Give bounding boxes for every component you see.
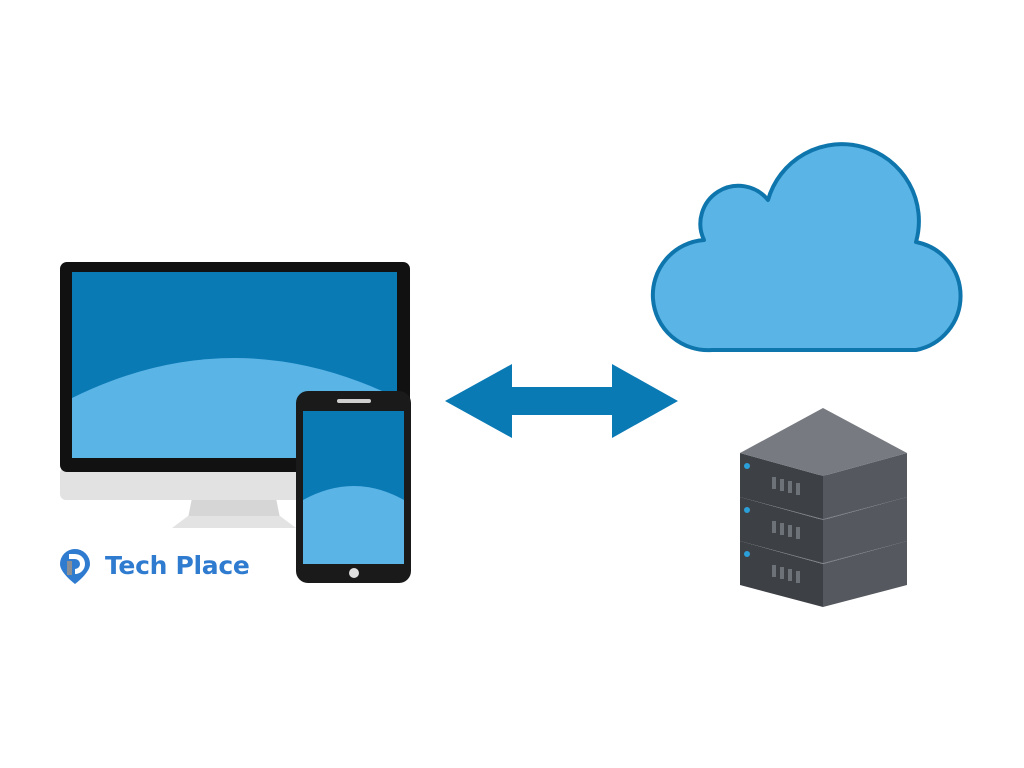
smartphone [296,391,411,583]
brand-name: Tech Place [105,551,250,580]
brand-logo: Tech Place [55,546,250,586]
monitor-stand-neck [188,498,280,518]
server-unit [740,408,907,519]
phone-home-button [349,568,359,578]
server-stack-icon [740,408,907,607]
phone-speaker [337,399,371,403]
tech-place-logo-icon [60,549,90,584]
monitor-stand-base [172,516,296,528]
phone-wallpaper-hill [303,486,404,564]
bidirectional-arrow-icon [445,364,678,438]
cloud-icon [650,142,963,353]
